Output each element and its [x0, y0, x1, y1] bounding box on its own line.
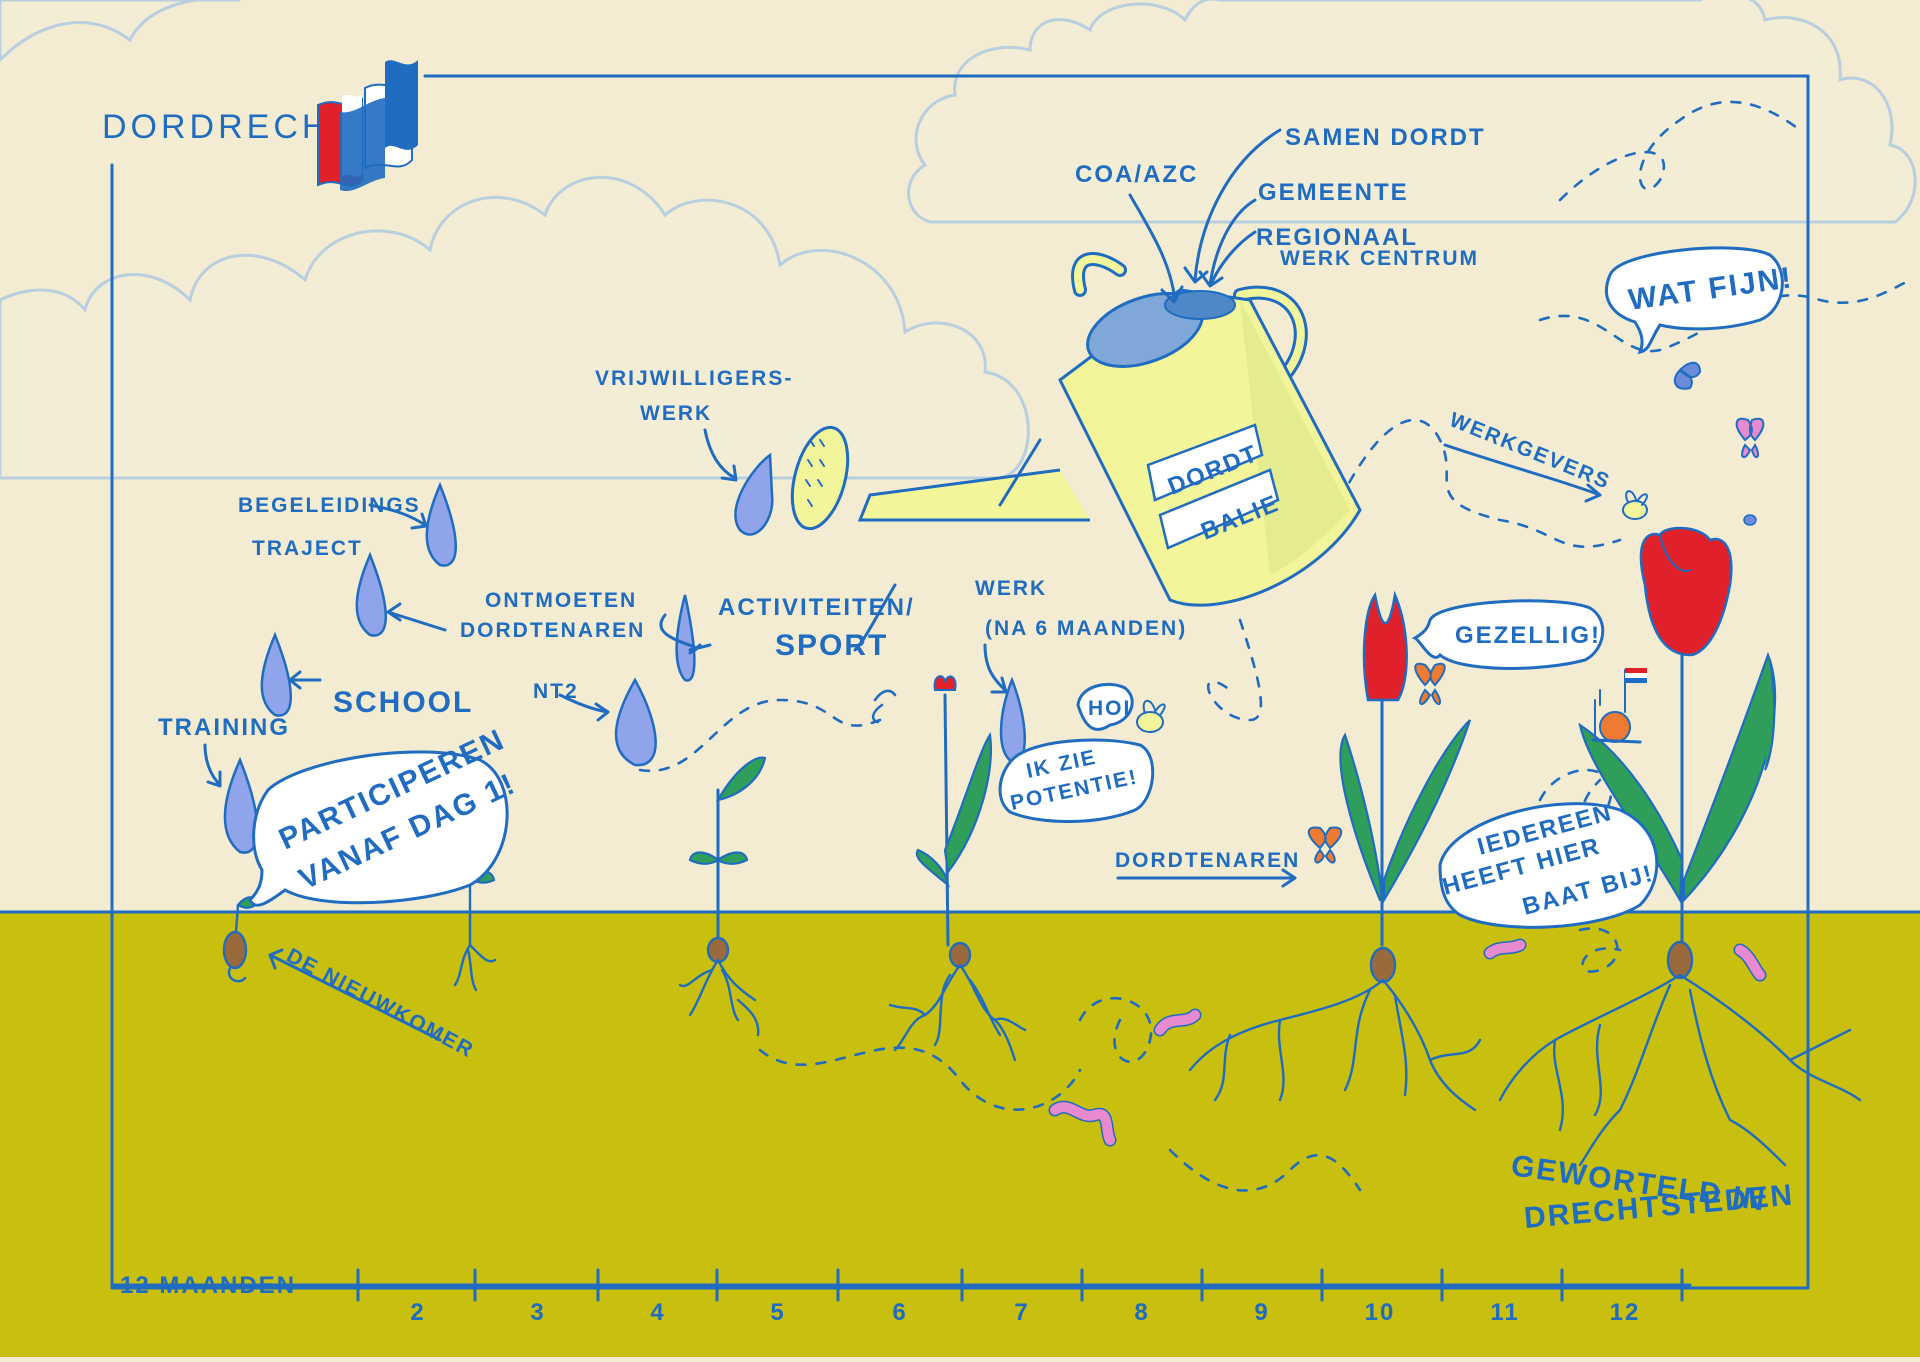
tick-label-8: 8 — [1134, 1299, 1149, 1326]
tick-label-3: 3 — [530, 1299, 545, 1326]
tick-label-11: 11 — [1490, 1299, 1519, 1326]
tick-label-4: 4 — [650, 1299, 665, 1326]
label-vrijwilligers-2: WERK — [640, 402, 712, 425]
hoi-text: HOI — [1088, 697, 1131, 720]
gezellig-text: GEZELLIG! — [1455, 622, 1601, 649]
label-training: TRAINING — [158, 714, 290, 741]
label-ontmoeten-2: DORDTENAREN — [460, 619, 645, 642]
tick-label-10: 10 — [1365, 1299, 1396, 1326]
label-dordtenaren: DORDTENAREN — [1115, 849, 1300, 872]
tick-label-6: 6 — [892, 1299, 907, 1326]
label-begeleidings-2: TRAJECT — [252, 537, 363, 560]
source-werk-centrum: WERK CENTRUM — [1280, 247, 1479, 270]
label-werk-2: (NA 6 MAANDEN) — [985, 617, 1187, 640]
tick-label-12: 12 — [1610, 1299, 1641, 1326]
cloud-right — [909, 0, 1916, 222]
label-activiteiten-1: ACTIVITEITEN/ — [718, 594, 915, 621]
tick-label-7: 7 — [1014, 1299, 1029, 1326]
source-coa-azc: COA/AZC — [1075, 161, 1198, 188]
source-gemeente: GEMEENTE — [1258, 179, 1409, 206]
label-ontmoeten-1: ONTMOETEN — [485, 589, 637, 612]
label-vrijwilligers-1: VRIJWILLIGERS- — [595, 367, 793, 390]
source-samen-dordt: SAMEN DORDT — [1285, 124, 1486, 151]
timeline-start-label: 12 MAANDEN — [120, 1272, 296, 1299]
label-activiteiten-2: SPORT — [775, 629, 888, 662]
tick-label-5: 5 — [770, 1299, 785, 1326]
label-school: SCHOOL — [333, 686, 473, 719]
tick-label-2: 2 — [410, 1299, 425, 1326]
tick-label-9: 9 — [1254, 1299, 1269, 1326]
label-werk-1: WERK — [975, 577, 1047, 600]
label-begeleidings-1: BEGELEIDINGS — [238, 494, 421, 517]
